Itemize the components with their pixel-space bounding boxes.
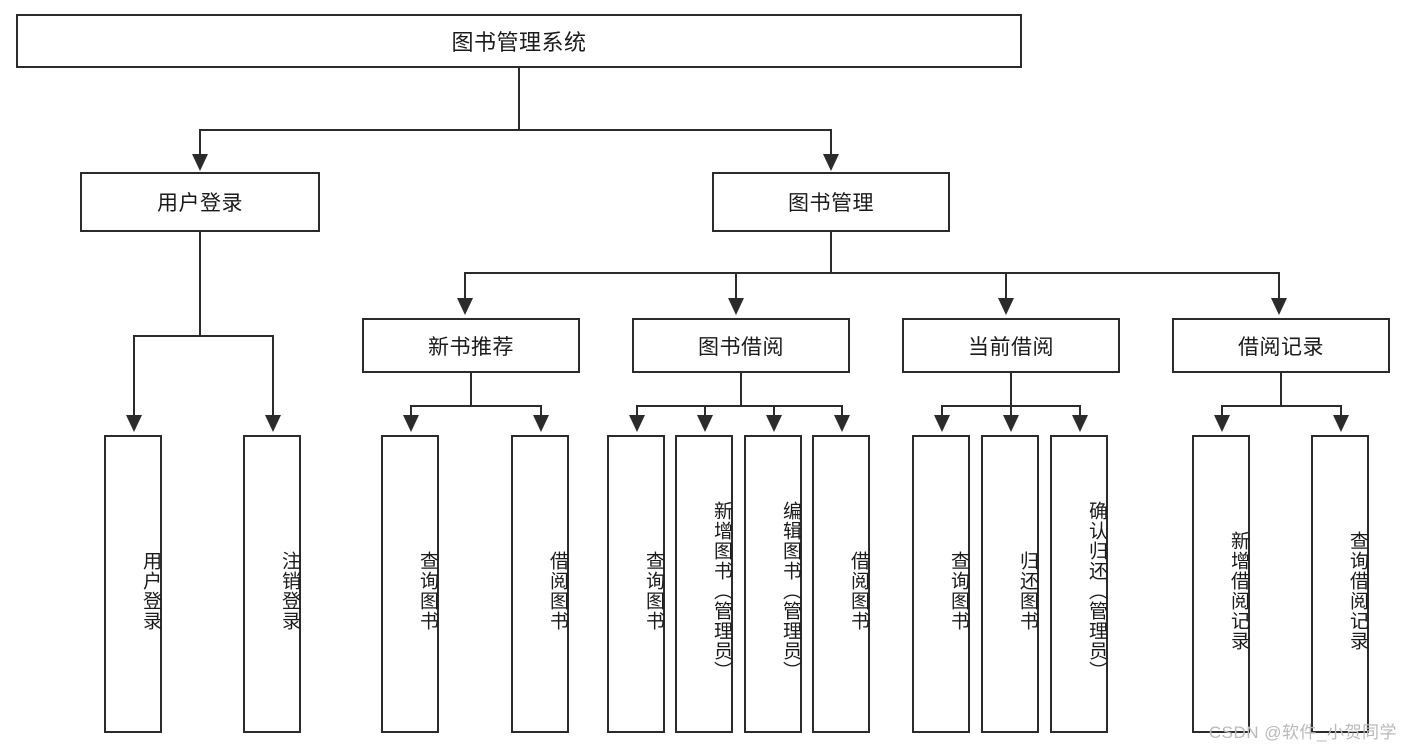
connector-bb-trunk	[740, 373, 742, 407]
arrowhead-bb-leaf-4	[834, 415, 850, 432]
connector-nbr-child-2	[540, 405, 542, 417]
arrowhead-current-borrow	[998, 298, 1014, 315]
connector-bm-child-3	[1005, 272, 1007, 300]
connector-user-login-child-2	[272, 335, 274, 417]
arrowhead-borrow-record	[1271, 298, 1287, 315]
connector-book-management-bus	[464, 272, 1280, 274]
connector-bb-child-1	[636, 405, 638, 417]
arrowhead-br-leaf-2	[1333, 415, 1349, 432]
connector-bm-child-4	[1278, 272, 1280, 300]
node-new-book-recommend[interactable]: 新书推荐	[362, 318, 580, 373]
connector-cb-child-2	[1010, 405, 1012, 417]
arrowhead-cb-leaf-2	[1003, 415, 1019, 432]
node-book-management[interactable]: 图书管理	[712, 172, 950, 232]
arrowhead-cb-leaf-1	[934, 415, 950, 432]
leaf-edit-book-admin[interactable]: 编辑图书（管理员）	[744, 435, 802, 733]
connector-root-bus	[199, 129, 832, 131]
connector-bm-child-1	[464, 272, 466, 300]
leaf-label: 查询图书	[417, 551, 438, 631]
connector-root-to-user-login	[199, 129, 201, 156]
leaf-label: 编辑图书（管理员）	[780, 501, 801, 681]
leaf-label: 注销登录	[279, 551, 300, 631]
arrowhead-bb-leaf-3	[766, 415, 782, 432]
node-label: 用户登录	[157, 192, 243, 215]
leaf-label: 用户登录	[140, 551, 161, 631]
node-label: 当前借阅	[968, 335, 1054, 359]
arrowhead-new-book-recommend	[457, 298, 473, 315]
connector-user-login-child-1	[133, 335, 135, 417]
leaf-label: 归还图书	[1017, 551, 1038, 631]
connector-cb-child-1	[941, 405, 943, 417]
leaf-add-borrow-record[interactable]: 新增借阅记录	[1192, 435, 1250, 733]
arrowhead-book-management	[823, 154, 839, 171]
leaf-user-login[interactable]: 用户登录	[104, 435, 162, 733]
connector-root-to-book-management	[830, 129, 832, 156]
node-label: 借阅记录	[1238, 335, 1324, 359]
leaf-label: 借阅图书	[547, 551, 568, 631]
connector-bb-bus	[636, 405, 841, 407]
arrowhead-cb-leaf-3	[1072, 415, 1088, 432]
arrowhead-leaf-logout	[265, 415, 281, 432]
node-label: 图书管理系统	[451, 30, 587, 55]
leaf-label: 新增借阅记录	[1228, 531, 1249, 651]
connector-cb-trunk	[1010, 373, 1012, 407]
node-label: 新书推荐	[428, 335, 514, 359]
connector-cb-child-3	[1079, 405, 1081, 417]
arrowhead-bb-leaf-2	[697, 415, 713, 432]
leaf-label: 查询借阅记录	[1347, 531, 1368, 651]
arrowhead-nbr-leaf-1	[403, 415, 419, 432]
leaf-label: 确认归还（管理员）	[1086, 501, 1107, 681]
leaf-borrow-book[interactable]: 借阅图书	[812, 435, 870, 733]
leaf-borrow-book-recommend[interactable]: 借阅图书	[511, 435, 569, 733]
leaf-query-book-current[interactable]: 查询图书	[912, 435, 970, 733]
node-root-book-management-system[interactable]: 图书管理系统	[16, 14, 1022, 68]
connector-br-child-1	[1221, 405, 1223, 417]
connector-br-bus	[1221, 405, 1340, 407]
leaf-logout[interactable]: 注销登录	[243, 435, 301, 733]
connector-user-login-trunk	[199, 232, 201, 336]
leaf-add-book-admin[interactable]: 新增图书（管理员）	[675, 435, 733, 733]
leaf-query-book-borrow[interactable]: 查询图书	[607, 435, 665, 733]
arrowhead-book-borrow	[728, 298, 744, 315]
arrowhead-nbr-leaf-2	[533, 415, 549, 432]
arrowhead-user-login	[192, 154, 208, 171]
watermark-text: CSDN @软件_小贺同学	[1208, 723, 1397, 742]
leaf-confirm-return-admin[interactable]: 确认归还（管理员）	[1050, 435, 1108, 733]
connector-nbr-trunk	[470, 373, 472, 407]
connector-br-child-2	[1340, 405, 1342, 417]
leaf-query-borrow-record[interactable]: 查询借阅记录	[1311, 435, 1369, 733]
node-book-borrow[interactable]: 图书借阅	[632, 318, 850, 373]
connector-bb-child-3	[773, 405, 775, 417]
arrowhead-leaf-user-login	[126, 415, 142, 432]
connector-book-management-trunk	[830, 232, 832, 274]
leaf-label: 借阅图书	[848, 551, 869, 631]
node-current-borrow[interactable]: 当前借阅	[902, 318, 1120, 373]
node-user-login[interactable]: 用户登录	[80, 172, 320, 232]
connector-nbr-bus	[410, 405, 540, 407]
leaf-label: 新增图书（管理员）	[711, 501, 732, 681]
arrowhead-br-leaf-1	[1214, 415, 1230, 432]
leaf-label: 查询图书	[643, 551, 664, 631]
leaf-query-book-recommend[interactable]: 查询图书	[381, 435, 439, 733]
connector-bb-child-4	[841, 405, 843, 417]
connector-bm-child-2	[735, 272, 737, 300]
arrowhead-bb-leaf-1	[629, 415, 645, 432]
node-borrow-record[interactable]: 借阅记录	[1172, 318, 1390, 373]
leaf-label: 查询图书	[948, 551, 969, 631]
connector-bb-child-2	[704, 405, 706, 417]
connector-root-trunk	[518, 68, 520, 130]
node-label: 图书借阅	[698, 335, 784, 359]
leaf-return-book[interactable]: 归还图书	[981, 435, 1039, 733]
node-label: 图书管理	[788, 192, 874, 215]
connector-br-trunk	[1280, 373, 1282, 407]
connector-user-login-bus	[133, 335, 273, 337]
connector-nbr-child-1	[410, 405, 412, 417]
